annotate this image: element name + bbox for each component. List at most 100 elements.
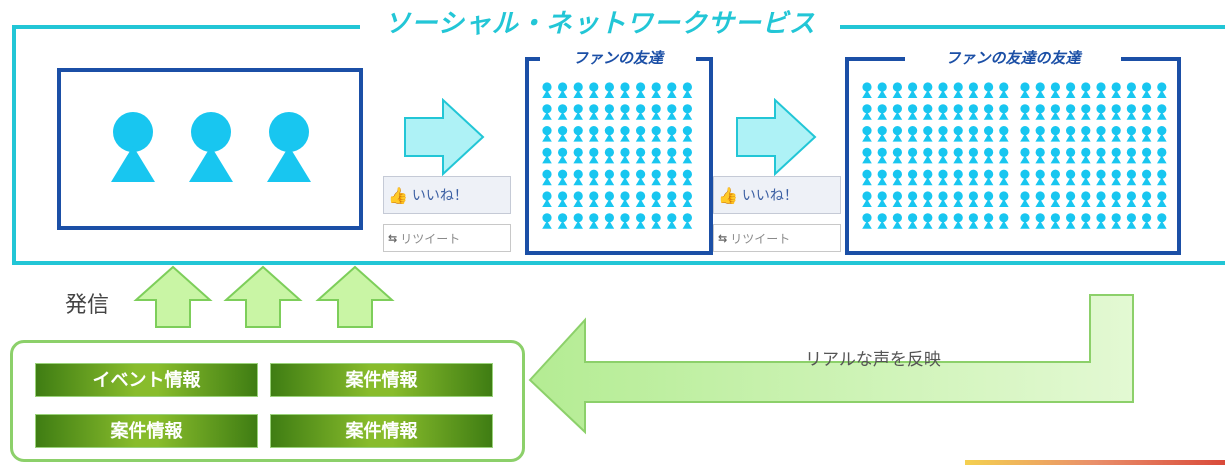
person-icon	[1096, 126, 1106, 142]
person-icon	[651, 191, 661, 207]
person-icon	[1141, 104, 1152, 120]
person-icon	[1126, 213, 1137, 229]
person-icon	[667, 82, 677, 98]
right-arrow-icon	[736, 98, 817, 176]
person-icon	[573, 191, 583, 207]
person-icon	[983, 169, 994, 186]
retweet-icon: ⇆	[388, 231, 398, 245]
person-icon	[953, 213, 963, 229]
person-icon	[667, 104, 677, 120]
retweet-label: リツイート	[400, 231, 461, 246]
person-icon	[667, 126, 677, 142]
person-icon	[1050, 147, 1061, 164]
person-icon	[604, 191, 615, 207]
friends-of-friends-title: ファンの友達の友達	[905, 48, 1121, 68]
person-icon	[923, 169, 933, 186]
person-icon	[953, 126, 963, 142]
person-icon	[999, 169, 1009, 186]
person-icon	[682, 213, 693, 229]
info-button[interactable]: イベント情報	[35, 363, 258, 397]
person-icon	[1126, 126, 1137, 142]
person-icon	[1081, 213, 1091, 229]
like-label: いいね！	[411, 188, 468, 204]
person-icon	[1141, 126, 1152, 142]
person-icon	[542, 126, 552, 142]
person-icon	[667, 213, 677, 229]
person-icon	[620, 104, 630, 120]
person-icon	[589, 82, 599, 98]
retweet-button[interactable]: ⇆ リツイート	[713, 224, 841, 252]
person-icon	[953, 147, 963, 164]
person-icon	[1020, 126, 1030, 142]
person-icon	[892, 82, 903, 98]
person-icon	[589, 191, 599, 207]
person-icon	[938, 191, 948, 207]
person-icon	[953, 104, 963, 120]
person-icon	[1020, 169, 1030, 186]
person-icon	[1157, 213, 1167, 229]
info-button[interactable]: 案件情報	[270, 363, 493, 397]
person-icon	[589, 126, 599, 142]
person-icon	[907, 169, 918, 186]
info-button[interactable]: 案件情報	[35, 414, 258, 448]
person-icon	[620, 82, 630, 98]
person-icon	[999, 147, 1009, 164]
person-icon	[1157, 147, 1167, 164]
info-button[interactable]: 案件情報	[270, 414, 493, 448]
person-icon	[635, 191, 646, 207]
person-icon	[589, 147, 599, 164]
person-icon	[682, 126, 693, 142]
person-icon	[651, 126, 661, 142]
like-button[interactable]: 👍 いいね！	[383, 176, 511, 214]
like-button[interactable]: 👍 いいね！	[713, 176, 841, 214]
person-icon	[542, 191, 552, 207]
person-icon	[862, 104, 872, 120]
person-icon	[983, 82, 994, 98]
friends-grid	[542, 82, 693, 229]
person-icon	[620, 126, 630, 142]
person-icon	[907, 191, 918, 207]
person-icon	[968, 126, 979, 142]
person-icon	[1065, 82, 1076, 98]
person-icon	[892, 169, 903, 186]
person-icon	[573, 213, 583, 229]
person-icon	[999, 104, 1009, 120]
person-icon	[1081, 82, 1091, 98]
person-icon	[877, 126, 887, 142]
person-icon	[667, 191, 677, 207]
person-icon	[938, 126, 948, 142]
person-icon	[667, 169, 677, 186]
person-icon	[1096, 82, 1106, 98]
person-icon	[1096, 213, 1106, 229]
person-icon	[862, 169, 872, 186]
fan-box	[57, 68, 363, 230]
person-icon	[651, 169, 661, 186]
person-icon	[1020, 82, 1030, 98]
person-icon	[542, 169, 552, 186]
person-icon	[923, 147, 933, 164]
like-label: いいね！	[741, 188, 798, 204]
retweet-button[interactable]: ⇆ リツイート	[383, 224, 511, 252]
person-icon	[651, 82, 661, 98]
person-icon	[983, 191, 994, 207]
person-icon	[1020, 104, 1030, 120]
person-icon	[938, 147, 948, 164]
person-icon	[620, 147, 630, 164]
person-icon	[1096, 191, 1106, 207]
person-icon	[557, 191, 568, 207]
person-icon	[682, 147, 693, 164]
person-icon	[1065, 126, 1076, 142]
person-icon	[557, 104, 568, 120]
person-icon	[557, 82, 568, 98]
send-label: 発信	[65, 293, 110, 318]
person-icon	[1096, 169, 1106, 186]
thumbs-up-icon: 👍	[718, 185, 738, 205]
person-icon	[1065, 191, 1076, 207]
person-icon	[862, 191, 872, 207]
person-icon	[604, 104, 615, 120]
person-icon	[1126, 82, 1137, 98]
person-icon	[604, 169, 615, 186]
person-icon	[1035, 169, 1045, 186]
person-icon	[635, 213, 646, 229]
person-icon	[862, 82, 872, 98]
